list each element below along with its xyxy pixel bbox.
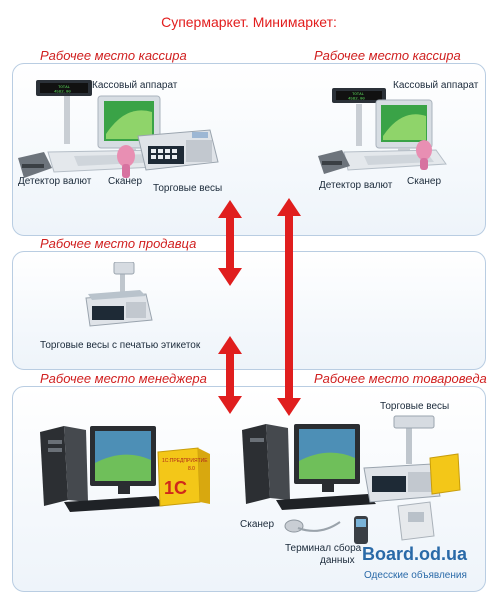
watermark-site: Board.od.ua [362,544,468,564]
label-data-terminal-line2: данных [320,555,355,566]
cashier-station-right-illustration: TOTAL 4582.00 [318,88,447,174]
svg-text:4582.00: 4582.00 [54,91,71,95]
svg-text:TOTAL: TOTAL [352,93,365,97]
label-printing-scales-illustration [85,262,153,327]
svg-text:4582.00: 4582.00 [348,98,365,102]
section-heading-seller: Рабочее место продавца [38,236,199,251]
label-cash-register-left: Кассовый аппарат [92,80,178,91]
label-scanner-merchandiser: Сканер [240,519,275,530]
software-box-name: 1С:ПРЕДПРИЯТИЕ [162,458,208,464]
manager-station-illustration: 1С:ПРЕДПРИЯТИЕ 8.0 1С [40,426,210,512]
section-heading-cashier-right: Рабочее место кассира [312,48,463,63]
label-currency-detector-right: Детектор валют [319,180,393,191]
label-scanner-right: Сканер [407,176,442,187]
merchandiser-station-illustration [242,415,461,544]
cashier-station-left-illustration: TOTAL 4582.00 [18,80,219,178]
section-heading-manager: Рабочее место менеджера [38,371,209,386]
label-scales-cashier: Торговые весы [153,183,223,194]
label-label-printing-scales: Торговые весы с печатью этикеток [40,340,201,351]
customer-display-text: TOTAL [58,86,71,90]
page-title: Супермаркет. Минимаркет: [161,14,337,30]
section-heading-merchandiser: Рабочее место товароведа [312,371,489,386]
software-box-brand: 1С [164,478,187,498]
software-box-version: 8.0 [188,466,195,472]
watermark-tagline: Одесские объявления [364,570,467,581]
label-scanner-left: Сканер [108,176,143,187]
label-data-terminal-line1: Терминал сбора [285,543,362,554]
label-scales-merchandiser: Торговые весы [380,401,450,412]
label-currency-detector-left: Детектор валют [18,176,92,187]
section-heading-cashier-left: Рабочее место кассира [38,48,189,63]
label-cash-register-right: Кассовый аппарат [393,80,479,91]
